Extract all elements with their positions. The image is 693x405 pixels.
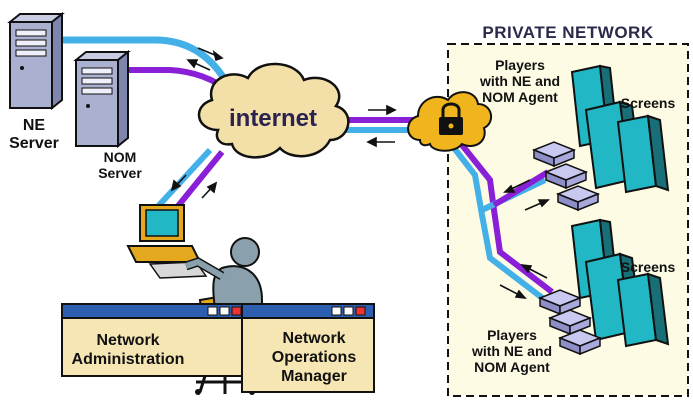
player-box-icon — [531, 141, 577, 168]
arrow — [386, 104, 397, 116]
nom-server-label-2: Server — [98, 165, 142, 181]
players-top-line-1: Players — [495, 57, 545, 73]
link-ne-blue — [50, 36, 228, 82]
nom-server-label-1: NOM — [104, 149, 137, 165]
window-buttons-icon[interactable] — [331, 306, 366, 316]
traffic-arrows — [170, 47, 550, 300]
arrow — [520, 263, 533, 274]
arrow — [537, 199, 550, 208]
player-box-icon — [543, 163, 589, 190]
internet-cloud[interactable]: internet — [197, 62, 350, 159]
ne-server-label-2: Server — [9, 135, 59, 152]
window-right-line-1: Network — [282, 330, 345, 347]
network-links — [50, 36, 554, 303]
window-right-line-2: Operations — [272, 349, 357, 366]
players-top-line-3: NOM Agent — [482, 89, 558, 105]
link-private-blue — [437, 128, 547, 303]
arrow — [212, 50, 224, 62]
internet-label: internet — [229, 105, 317, 132]
screen-icon — [616, 114, 670, 194]
link-private-purple — [447, 128, 554, 295]
arrow — [206, 181, 218, 194]
player-box-icon — [557, 329, 603, 356]
private-network-title: PRIVATE NETWORK — [482, 23, 653, 42]
title-bar — [241, 303, 375, 319]
screen-icon — [616, 272, 670, 348]
network-operations-manager-window[interactable]: Network Operations Manager — [241, 303, 375, 393]
arrow — [503, 184, 516, 193]
link-branch-top-purple — [492, 169, 550, 208]
player-group-bottom[interactable]: Screens Players with NE and NOM Agent — [471, 218, 676, 375]
lock-icon — [439, 102, 463, 135]
network-administration-window[interactable]: Network Administration — [61, 303, 253, 377]
cloud-icon — [197, 62, 350, 159]
players-bottom-line-2: with NE and — [471, 343, 552, 359]
server-icon — [7, 11, 65, 111]
ne-server[interactable]: NE Server — [7, 11, 65, 152]
arrow — [186, 59, 199, 69]
window-buttons-icon[interactable] — [207, 306, 242, 316]
server-icon — [73, 49, 131, 149]
screens-bottom-label: Screens — [621, 259, 676, 275]
players-bottom-line-3: NOM Agent — [474, 359, 550, 375]
player-group-top[interactable]: Players with NE and NOM Agent Screens — [479, 57, 676, 212]
window-left-line-1: Network — [96, 332, 159, 349]
arrow — [366, 136, 377, 148]
secure-gateway[interactable] — [407, 91, 493, 152]
players-bottom-line-1: Players — [487, 327, 537, 343]
window-right-line-3: Manager — [281, 368, 347, 385]
admin-workstation[interactable] — [126, 204, 208, 279]
player-box-icon — [547, 309, 593, 336]
nom-server[interactable]: NOM Server — [73, 49, 142, 181]
window-left-line-2: Administration — [72, 351, 185, 368]
screens-top-label: Screens — [621, 95, 676, 111]
ne-server-label-1: NE — [23, 117, 46, 134]
workstation-icon — [126, 204, 208, 279]
players-top-line-2: with NE and — [479, 73, 560, 89]
player-box-icon — [555, 185, 601, 212]
arrow — [514, 289, 527, 300]
arrow — [170, 179, 182, 192]
